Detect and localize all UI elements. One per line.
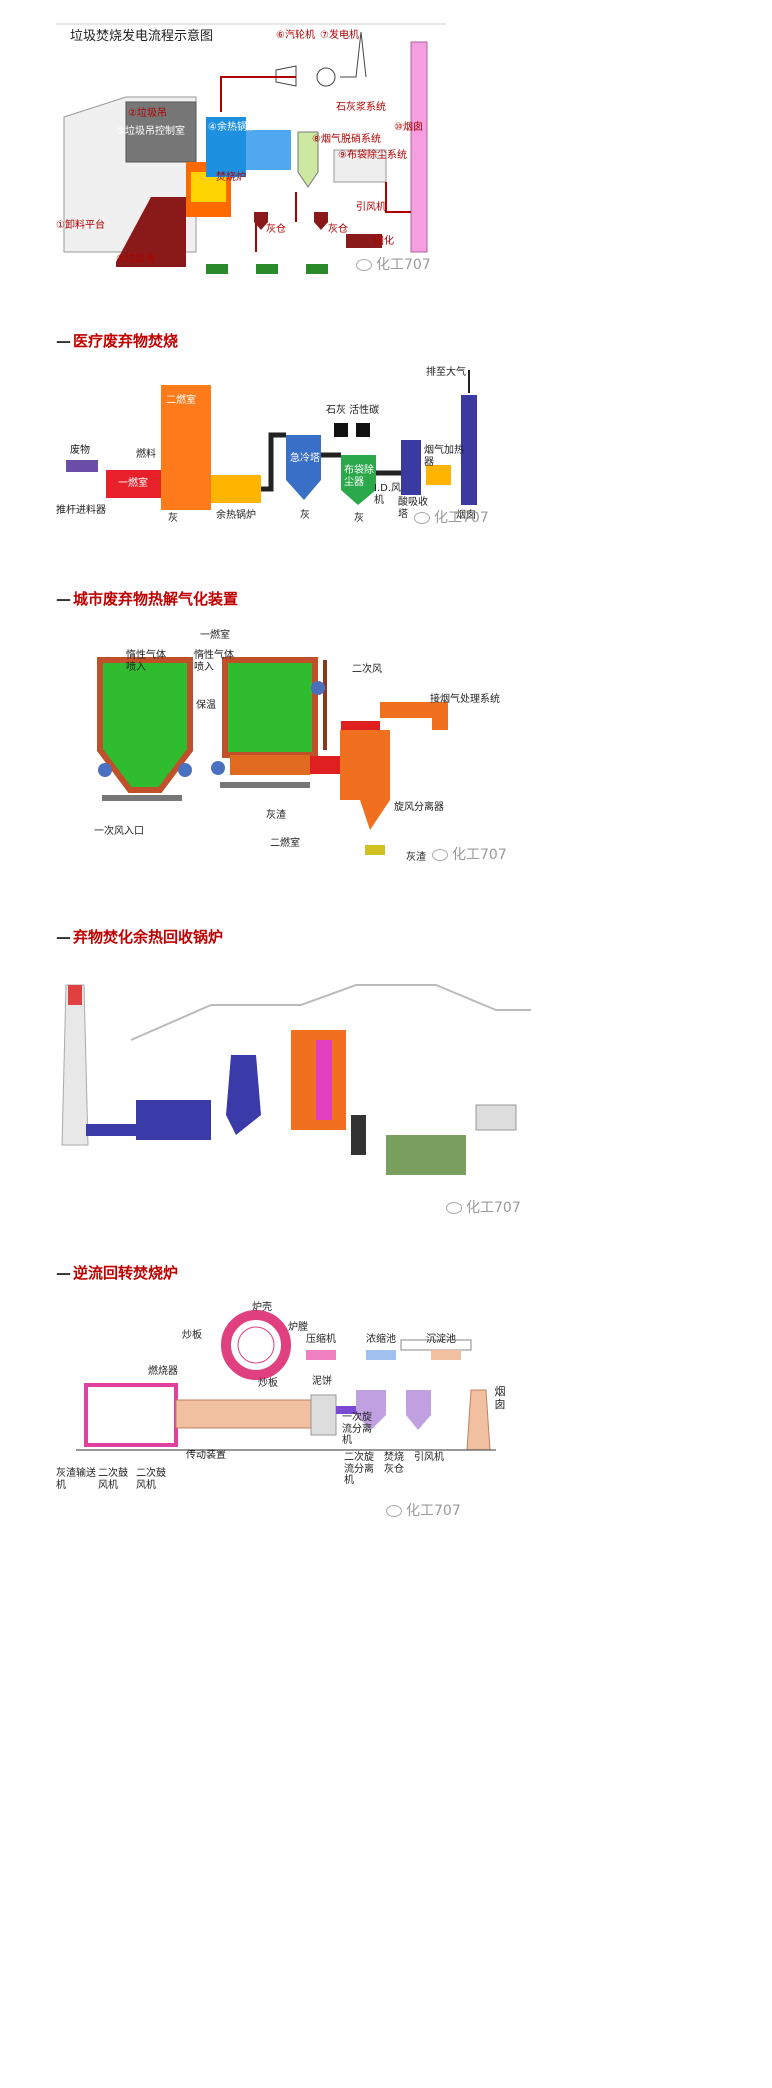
label-cyc2: 二次旋流分离机 — [344, 1452, 374, 1486]
label-boiler: ④余热锅炉 — [208, 122, 257, 133]
label-inert1: 惰性气体喷入 — [126, 650, 166, 673]
label-chamber: 炉膛 — [288, 1322, 308, 1333]
label-ch1: 一燃室 — [118, 478, 148, 489]
section-heading: —医疗废弃物焚烧 — [56, 332, 179, 350]
label-solid: 固化 — [374, 236, 394, 247]
label-fan3: 二次鼓风机 — [136, 1468, 166, 1491]
label-ash1: 灰仓 — [266, 224, 286, 235]
section-heading: —弃物焚化余热回收锅炉 — [56, 928, 224, 946]
label-inert2: 惰性气体喷入 — [194, 650, 234, 673]
wechat-icon — [414, 512, 430, 524]
label-secondary-air: 二次风 — [352, 664, 382, 675]
label-slag1: 灰渣 — [266, 810, 286, 821]
pyrolysis-diagram — [97, 657, 448, 855]
label-chimney: 烟囱 — [494, 1385, 506, 1411]
section-heading: —城市废弃物热解气化装置 — [56, 590, 239, 608]
label-fuel: 燃料 — [136, 449, 156, 460]
rotary-kiln-diagram — [76, 1310, 496, 1451]
section-marker: — — [56, 332, 71, 350]
label-ash-bin: 焚烧灰仓 — [384, 1452, 404, 1475]
diagram-medical-waste: 废物 推杆进料器 燃料 一燃室 二燃室 灰 余热锅炉 急冷塔 灰 石灰 活性碳 … — [56, 365, 506, 530]
label-conveyor: 灰渣输送机 — [56, 1468, 96, 1491]
watermark: 化工707 — [432, 844, 507, 864]
label-shell: 炉壳 — [252, 1302, 272, 1313]
wechat-icon — [446, 1202, 462, 1214]
section-heading: —逆流回转焚烧炉 — [56, 1264, 179, 1282]
wechat-icon — [386, 1505, 402, 1517]
label-ash2: 灰仓 — [328, 224, 348, 235]
label-fan: 引风机 — [356, 202, 386, 213]
label-slag2: 灰渣 — [406, 852, 426, 863]
label-generator: ⑦发电机 — [320, 30, 359, 41]
label-bag: ⑨布袋除尘系统 — [338, 150, 407, 161]
label-plate1: 炒板 — [182, 1330, 202, 1341]
label-incinerator: 焚烧炉 — [216, 172, 246, 183]
label-id-fan: 引风机 — [414, 1452, 444, 1463]
label-drive: 传动装置 — [186, 1450, 226, 1461]
label-ash-b: 灰 — [300, 510, 310, 521]
label-pit: ②垃圾池 — [116, 254, 155, 265]
label-thickener: 浓缩池 — [366, 1334, 396, 1345]
waste-power-flow-diagram — [56, 23, 446, 274]
label-compressor: 压缩机 — [306, 1334, 336, 1345]
label-stack: ⑩烟囱 — [394, 122, 423, 133]
heat-recovery-diagram — [61, 984, 531, 1175]
label-quench: 急冷塔 — [290, 453, 320, 464]
label-insul: 保温 — [196, 700, 216, 711]
label-settler: 沉淀池 — [426, 1334, 456, 1345]
label-fan2: 二次鼓风机 — [98, 1468, 128, 1491]
label-id-fan: I.D.风机 — [374, 483, 402, 506]
label-spray: ⑧烟气脱硝系统 — [312, 134, 381, 145]
label-acid: 酸吸收塔 — [398, 497, 428, 520]
label-crane-room: ③垃圾吊控制室 — [116, 126, 185, 137]
diagram-waste-power: 垃圾焚烧发电流程示意图 ⑥汽轮机 ⑦发电机 ②垃圾吊 ③垃圾吊控制室 ④余热锅炉… — [56, 22, 446, 292]
diagram-heat-recovery: 化工707 — [56, 965, 531, 1230]
label-exhaust: 排至大气 — [426, 367, 466, 378]
label-cyc1: 一次旋流分离机 — [342, 1412, 372, 1446]
medical-waste-diagram — [66, 370, 477, 510]
wechat-icon — [432, 849, 448, 861]
label-stack: 烟囱 — [456, 510, 476, 521]
wechat-icon — [356, 259, 372, 271]
diagram-pyrolysis: 一燃室 惰性气体喷入 惰性气体喷入 保温 二次风 接烟气处理系统 一次风入口 灰… — [80, 620, 540, 880]
label-lime: 石灰 活性碳 — [326, 405, 380, 416]
label-bag: 布袋除尘器 — [344, 465, 374, 488]
label-crane: ②垃圾吊 — [128, 108, 167, 119]
label-mud: 泥饼 — [312, 1376, 332, 1387]
section-marker: — — [56, 1264, 71, 1282]
label-primary-air: 一次风入口 — [94, 826, 144, 837]
section-marker: — — [56, 928, 71, 946]
label-ash-c: 灰 — [354, 513, 364, 524]
label-ch2: 二燃室 — [270, 838, 300, 849]
diagram-title: 垃圾焚烧发电流程示意图 — [70, 29, 214, 44]
label-platform: ①卸料平台 — [56, 220, 105, 231]
label-turbine: ⑥汽轮机 — [276, 30, 315, 41]
section-marker: — — [56, 590, 71, 608]
label-ch1: 一燃室 — [200, 630, 230, 641]
label-waste: 废物 — [70, 445, 90, 456]
label-to-gas: 接烟气处理系统 — [430, 694, 500, 705]
watermark: 化工707 — [386, 1500, 461, 1520]
label-cyclone: 旋风分离器 — [394, 802, 444, 813]
label-feeder: 推杆进料器 — [56, 505, 106, 516]
label-ch2: 二燃室 — [166, 395, 196, 406]
label-burner: 燃烧器 — [148, 1366, 178, 1377]
label-boiler: 余热锅炉 — [216, 510, 256, 521]
diagram-rotary-kiln: 炉壳 炒板 炉膛 燃烧器 炒板 压缩机 浓缩池 沉淀池 泥饼 一次旋流分离机 烟… — [56, 1300, 526, 1525]
label-lime: 石灰浆系统 — [336, 102, 386, 113]
label-plate2: 炒板 — [258, 1378, 278, 1389]
watermark: 化工707 — [414, 507, 489, 527]
watermark: 化工707 — [446, 1197, 521, 1217]
label-heater: 烟气加热器 — [424, 445, 464, 468]
label-ash-a: 灰 — [168, 513, 178, 524]
watermark: 化工707 — [356, 254, 431, 274]
